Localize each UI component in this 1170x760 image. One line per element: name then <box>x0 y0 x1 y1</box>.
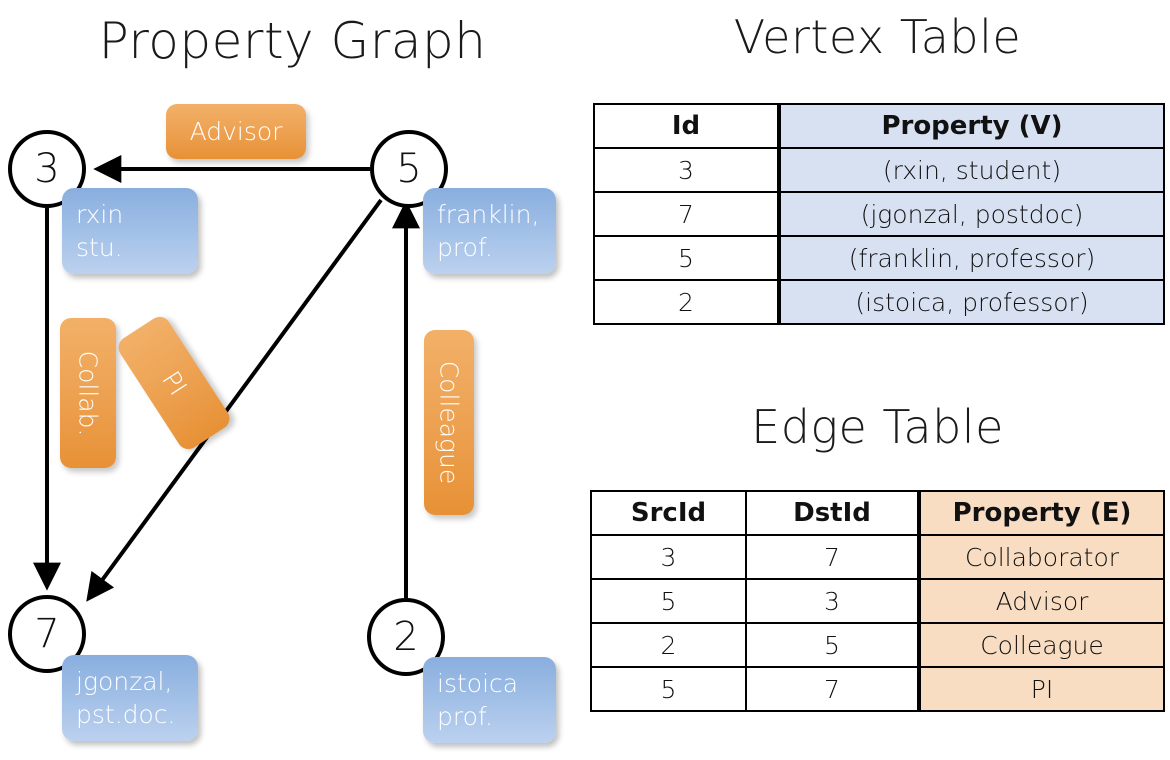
vertex-callout-7: jgonzal, pst.doc. <box>62 655 198 741</box>
edge-dst-cell: 7 <box>745 534 920 580</box>
table-row: 3 7 Collaborator <box>590 534 1165 580</box>
vertex-callout-3: rxin stu. <box>62 188 198 274</box>
edge-dst-cell: 3 <box>745 578 920 624</box>
table-row: 2 (istoica, professor) <box>593 279 1165 325</box>
vertex-id-cell: 5 <box>593 235 780 281</box>
table-row: 3 (rxin, student) <box>593 147 1165 193</box>
table-row: 2 5 Colleague <box>590 622 1165 668</box>
vertex-table-col-property: Property (V) <box>777 103 1165 149</box>
graph-edge-lines <box>33 155 420 602</box>
edge-callout-advisor-label: Advisor <box>189 117 283 146</box>
edge-property-cell: Advisor <box>917 578 1165 624</box>
vertex-property-cell: (rxin, student) <box>777 147 1165 193</box>
vertex-callout-5: franklin, prof. <box>423 188 556 274</box>
edge-dst-cell: 7 <box>745 666 920 712</box>
vertex-property-cell: (franklin, professor) <box>777 235 1165 281</box>
vertex-property-cell: (jgonzal, postdoc) <box>777 191 1165 237</box>
edge-table-header-row: SrcId DstId Property (E) <box>590 490 1165 536</box>
edge-src-cell: 5 <box>590 666 747 712</box>
vertex-table: Id Property (V) 3 (rxin, student) 7 (jgo… <box>593 103 1165 325</box>
edge-table-col-property: Property (E) <box>917 490 1165 536</box>
table-row: 5 3 Advisor <box>590 578 1165 624</box>
table-row: 5 (franklin, professor) <box>593 235 1165 281</box>
edge-callout-collab: Collab. <box>60 318 116 468</box>
edge-callout-colleague-label: Colleague <box>434 360 464 485</box>
table-row: 5 7 PI <box>590 666 1165 712</box>
edge-src-cell: 5 <box>590 578 747 624</box>
edge-table-col-dstid: DstId <box>745 490 920 536</box>
page-title-vertex-table: Vertex Table <box>733 10 1022 64</box>
vertex-property-cell: (istoica, professor) <box>777 279 1165 325</box>
vertex-id-cell: 7 <box>593 191 780 237</box>
vertex-table-col-id: Id <box>593 103 780 149</box>
edge-dst-cell: 5 <box>745 622 920 668</box>
edge-callout-collab-label: Collab. <box>73 350 103 436</box>
graph-node-2[interactable]: 2 <box>367 598 445 676</box>
vertex-id-cell: 2 <box>593 279 780 325</box>
edge-line-pi <box>86 198 383 602</box>
vertex-id-cell: 3 <box>593 147 780 193</box>
page-title-property-graph: Property Graph <box>98 12 487 70</box>
edge-callout-colleague: Colleague <box>424 330 474 515</box>
edge-src-cell: 2 <box>590 622 747 668</box>
page-title-edge-table: Edge Table <box>751 400 1004 454</box>
edge-property-cell: Colleague <box>917 622 1165 668</box>
vertex-callout-2: istoica prof. <box>423 657 556 743</box>
edge-callout-advisor: Advisor <box>166 104 306 159</box>
edge-property-cell: Collaborator <box>917 534 1165 580</box>
vertex-table-header-row: Id Property (V) <box>593 103 1165 149</box>
edge-callout-pi-label: PI <box>155 365 193 401</box>
edge-src-cell: 3 <box>590 534 747 580</box>
edge-table: SrcId DstId Property (E) 3 7 Collaborato… <box>590 490 1165 712</box>
table-row: 7 (jgonzal, postdoc) <box>593 191 1165 237</box>
edge-table-col-srcid: SrcId <box>590 490 747 536</box>
edge-property-cell: PI <box>917 666 1165 712</box>
property-graph-diagram: 3 5 7 2 rxin stu. franklin, prof. jgonza… <box>8 104 556 743</box>
